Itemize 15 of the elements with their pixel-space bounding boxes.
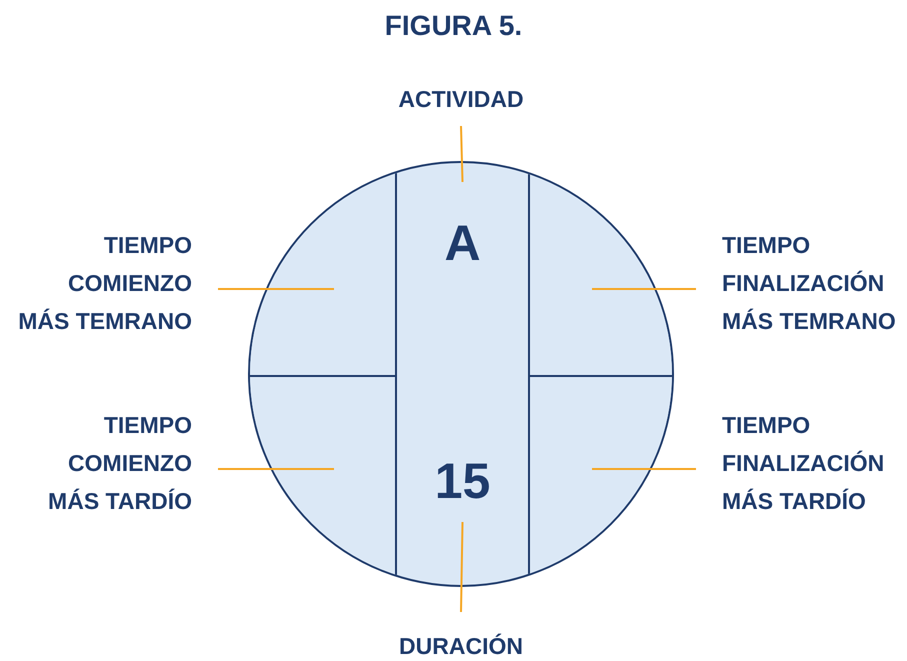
callout-label: DURACIÓN [330, 612, 592, 661]
leader-line [218, 468, 334, 470]
callout-label: TIEMPO COMIENZO MÁS TARDÍO [16, 406, 222, 520]
leader-line [592, 468, 696, 470]
duration-value: 15 [434, 452, 492, 511]
leader-line [460, 522, 464, 612]
leader-line [592, 288, 696, 290]
callout-label: TIEMPO COMIENZO MÁS TEMRANO [16, 226, 222, 340]
callout-label: TIEMPO FINALIZACIÓN MÁS TARDÍO [692, 406, 907, 520]
callout-label: TIEMPO FINALIZACIÓN MÁS TEMRANO [692, 226, 907, 340]
leader-line [460, 126, 464, 182]
leader-line [218, 288, 334, 290]
callout-label: ACTIVIDAD [330, 80, 592, 126]
activity-letter: A [443, 214, 482, 273]
figure-title: FIGURA 5. [384, 10, 524, 42]
